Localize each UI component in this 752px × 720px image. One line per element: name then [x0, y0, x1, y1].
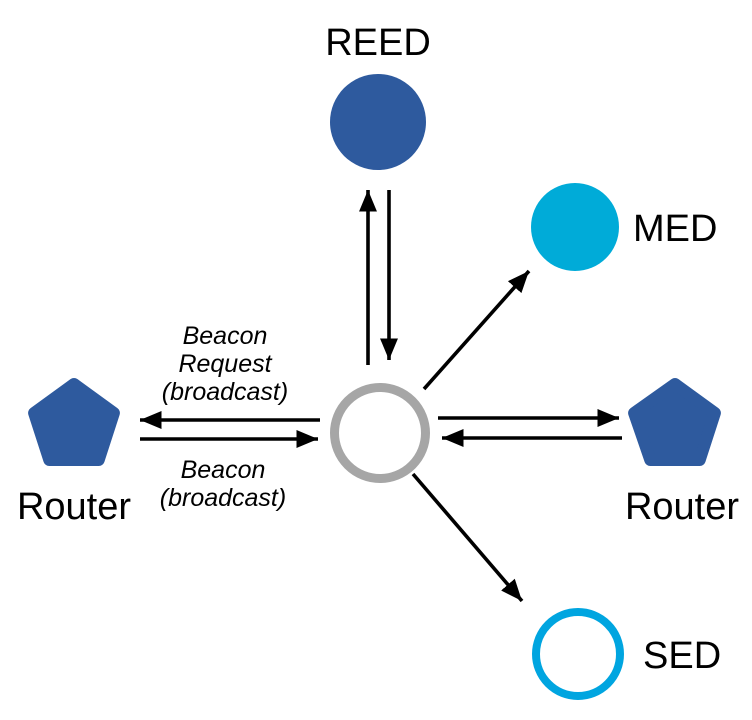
joining-device-node [330, 383, 430, 483]
reed-node [330, 74, 426, 170]
sed-node [532, 608, 624, 700]
beacon-request-line-3: (broadcast) [162, 378, 288, 406]
router-left-node [28, 378, 120, 466]
router-nodes-stroke [28, 378, 721, 466]
router-right-label: Router [625, 486, 739, 528]
beacon-line-2: (broadcast) [160, 484, 286, 512]
med-label: MED [633, 208, 717, 250]
reed-label: REED [325, 22, 431, 64]
router-right-node [628, 378, 721, 466]
beacon-request-line-1: Beacon [183, 322, 268, 350]
labels: REED MED SED Router Router Beacon Reques… [17, 22, 739, 677]
beacon-request-line-2: Request [178, 350, 272, 378]
beacon-request-label: Beacon Request (broadcast) [162, 322, 288, 406]
med-node [531, 183, 619, 271]
beacon-line-1: Beacon [181, 456, 266, 484]
router-left-label: Router [17, 486, 131, 528]
arrow-joiner-to-med [422, 269, 531, 391]
beacon-label: Beacon (broadcast) [160, 456, 286, 512]
arrow-joiner-to-sed [411, 472, 524, 603]
router-nodes [28, 378, 721, 466]
edges [140, 190, 622, 603]
sed-label: SED [643, 635, 721, 677]
